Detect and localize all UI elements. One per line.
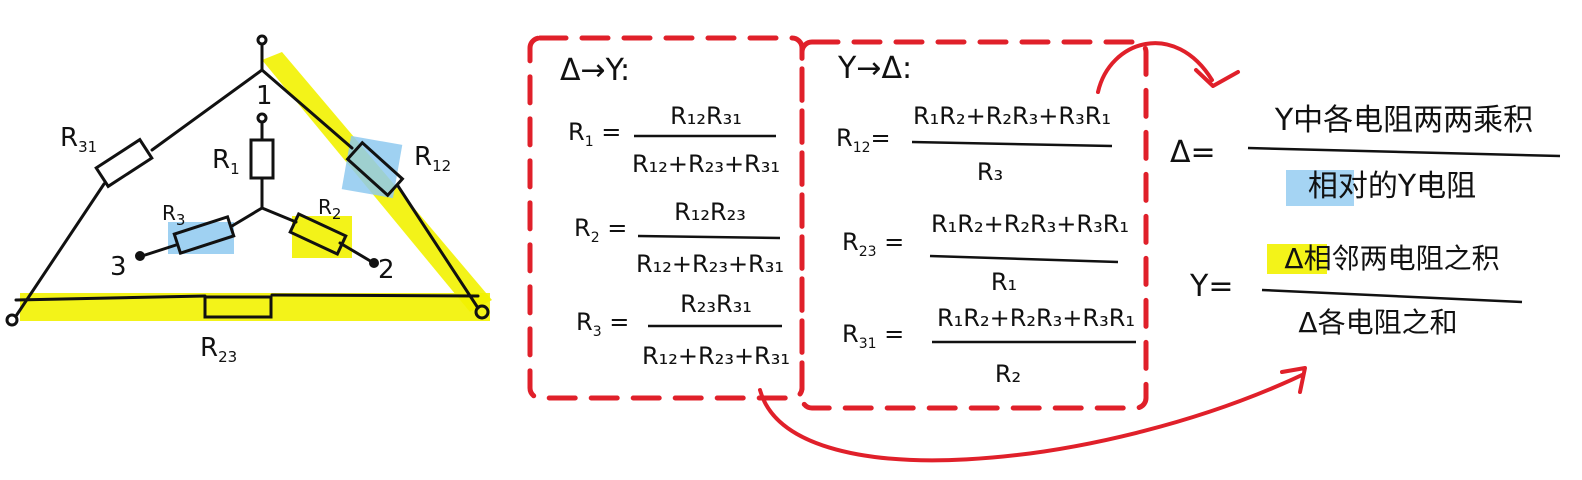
formula-r1-den: R₁₂+R₂₃+R₃₁ [632, 150, 780, 178]
label-r12: R12 [414, 142, 451, 175]
formula-r2-lhs: R2 = [574, 214, 627, 246]
formula-r3-den: R₁₂+R₂₃+R₃₁ [642, 342, 790, 370]
delta-to-y-header: Δ→Y: [560, 53, 630, 88]
resistor-r12 [345, 140, 405, 198]
y-to-delta-section: Y→Δ: R12= R₁R₂+R₂R₃+R₃R₁ R₃ R23 = R₁R₂+R… [836, 51, 1136, 388]
formula-r2-num: R₁₂R₂₃ [674, 198, 746, 226]
y-rule: Y= Δ相邻两电阻之积 Δ各电阻之和 [1189, 242, 1523, 339]
resistor-r3 [172, 214, 236, 256]
formula-r23-bar [929, 254, 1119, 264]
delta-edge-left [14, 68, 264, 318]
formula-r1-num: R₁₂R₃₁ [670, 102, 742, 130]
formula-r23-num: R₁R₂+R₂R₃+R₃R₁ [931, 210, 1129, 238]
label-r23: R23 [200, 333, 237, 366]
delta-to-y-section: Δ→Y: R1 = R₁₂R₃₁ R₁₂+R₂₃+R₃₁ R2 = R₁₂R₂₃… [560, 53, 790, 370]
highlights [20, 52, 1354, 321]
formula-r1: R1 = R₁₂R₃₁ R₁₂+R₂₃+R₃₁ [568, 102, 780, 178]
delta-rule-bar [1247, 146, 1561, 158]
resistor-r23 [203, 295, 273, 319]
formula-r2-bar [637, 234, 781, 240]
formula-r31-lhs: R31 = [842, 320, 904, 352]
formula-r12-lhs: R12= [836, 124, 891, 156]
formula-r31: R31 = R₁R₂+R₂R₃+R₃R₁ R₂ [842, 304, 1136, 388]
delta-edge-bottom [14, 293, 480, 302]
y-rule-num: Δ相邻两电阻之积 [1284, 242, 1499, 275]
y-to-delta-header: Y→Δ: [837, 51, 912, 86]
formula-r23: R23 = R₁R₂+R₂R₃+R₃R₁ R₁ [842, 210, 1129, 296]
label-r2: R2 [318, 195, 341, 223]
formula-r3: R3 = R₂₃R₃₁ R₁₂+R₂₃+R₃₁ [576, 290, 790, 370]
y-rule-lhs: Y= [1189, 269, 1233, 304]
label-r1: R1 [212, 145, 240, 178]
circuit [5, 34, 490, 327]
delta-rule-num: Y中各电阻两两乘积 [1274, 103, 1533, 138]
formula-r2: R2 = R₁₂R₂₃ R₁₂+R₂₃+R₃₁ [574, 198, 784, 278]
node-3-terminal [135, 251, 145, 261]
delta-rule-lhs: Δ= [1170, 135, 1216, 170]
left-terminal [5, 313, 19, 327]
formula-r3-num: R₂₃R₃₁ [680, 290, 752, 318]
formula-r12: R12= R₁R₂+R₂R₃+R₃R₁ R₃ [836, 102, 1113, 186]
formula-r23-lhs: R23 = [842, 228, 904, 260]
formula-r31-num: R₁R₂+R₂R₃+R₃R₁ [937, 304, 1135, 332]
label-r3: R3 [162, 201, 185, 229]
formula-r1-lhs: R1 = [568, 118, 621, 150]
delta-edge-right [260, 68, 480, 310]
formula-r31-den: R₂ [995, 360, 1021, 388]
delta-rule: Δ= Y中各电阻两两乘积 相对的Y电阻 [1170, 103, 1561, 204]
formula-r3-lhs: R3 = [576, 308, 629, 340]
node-label-2: 2 [378, 255, 395, 285]
arrow-top-curve [1096, 41, 1214, 94]
resistor-r31 [94, 137, 154, 189]
dashed-box-y-to-delta [799, 39, 1149, 411]
blue-highlight-r12 [341, 135, 403, 199]
delta-rule-den: 相对的Y电阻 [1308, 169, 1476, 204]
resistor-r1 [249, 138, 275, 180]
formula-r2-den: R₁₂+R₂₃+R₃₁ [636, 250, 784, 278]
red-arrows [758, 41, 1307, 463]
resistor-r2 [288, 211, 348, 257]
formula-r12-bar [911, 140, 1113, 148]
word-rules: Δ= Y中各电阻两两乘积 相对的Y电阻 Y= Δ相邻两电阻之积 Δ各电阻之和 [1170, 103, 1561, 339]
right-terminal [474, 304, 490, 320]
red-dashed-boxes [527, 35, 1149, 411]
yellow-highlight-rule-num [1267, 244, 1327, 274]
node-label-1: 1 [256, 81, 273, 111]
blue-highlight-rule-den [1286, 170, 1354, 206]
circuit-labels: R31 R12 R23 R1 R2 R3 1 2 3 [60, 81, 451, 366]
formula-r12-num: R₁R₂+R₂R₃+R₃R₁ [913, 102, 1111, 130]
node-label-3: 3 [110, 252, 127, 282]
arrow-bottom-curve [758, 373, 1304, 463]
y-rule-den: Δ各电阻之和 [1298, 306, 1457, 339]
arrow-bottom-head [1280, 366, 1307, 394]
arrow-top-head [1194, 68, 1240, 88]
formula-r12-den: R₃ [977, 158, 1003, 186]
y-rule-bar [1261, 288, 1523, 304]
label-r31: R31 [60, 123, 97, 156]
node-2-terminal [369, 258, 379, 268]
formula-r23-den: R₁ [991, 268, 1017, 296]
